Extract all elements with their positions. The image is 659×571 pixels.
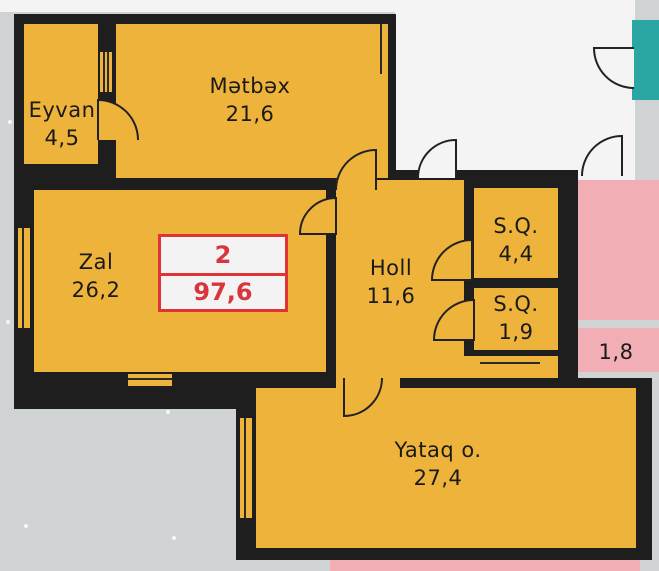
room-area: 27,4 — [413, 466, 463, 490]
door-sq-2 — [432, 298, 475, 341]
grid-dot — [172, 536, 176, 540]
grid-dot — [24, 524, 28, 528]
grid-dot — [166, 410, 170, 414]
room-yataq — [256, 388, 636, 548]
door-entrance — [417, 138, 457, 179]
window — [100, 52, 112, 92]
room-area: 4,5 — [44, 126, 80, 150]
room-name: Mətbəx — [209, 74, 291, 98]
room-area: 1,8 — [598, 340, 634, 364]
room-name: Yataq o. — [394, 438, 482, 462]
label-sq-2: S.Q. 1,9 — [474, 290, 558, 346]
label-eyvan: Eyvan 4,5 — [22, 96, 102, 152]
neighbor-pink-small — [578, 328, 659, 372]
window — [128, 374, 172, 386]
label-metbex: Mətbəx 21,6 — [190, 72, 310, 128]
window — [480, 358, 540, 370]
label-yataq: Yataq o. 27,4 — [368, 436, 508, 492]
door-eyvan — [97, 98, 139, 141]
grid-dot — [8, 120, 12, 124]
room-sq-1 — [474, 188, 558, 278]
window — [376, 24, 388, 74]
room-name: Holl — [369, 256, 413, 280]
total-area: 97,6 — [193, 278, 253, 306]
label-neighbor: 1,8 — [584, 338, 648, 366]
label-holl: Holl 11,6 — [346, 254, 436, 310]
top-strip — [0, 0, 395, 12]
door-sq-1 — [430, 238, 473, 281]
door-neighbor — [581, 134, 623, 177]
door-neighbor-top — [592, 47, 635, 89]
room-name: S.Q. — [493, 214, 539, 238]
room-area: 11,6 — [366, 284, 416, 308]
door-zal — [298, 196, 337, 235]
label-zal: Zal 26,2 — [56, 248, 136, 304]
room-area: 26,2 — [71, 278, 121, 302]
window — [240, 418, 252, 518]
label-sq-1: S.Q. 4,4 — [474, 212, 558, 268]
room-eyvan — [24, 24, 98, 164]
room-name: Eyvan — [28, 98, 96, 122]
room-area: 4,4 — [498, 242, 534, 266]
neighbor-teal-area — [632, 20, 659, 100]
neighbor-pink-area — [570, 180, 659, 320]
door-bedroom — [343, 377, 383, 418]
apartment-badge: 2 97,6 — [158, 234, 288, 312]
window — [18, 228, 30, 328]
rooms-count: 2 — [161, 237, 285, 276]
room-sq-2 — [474, 288, 558, 350]
room-area: 21,6 — [225, 102, 275, 126]
room-area: 1,9 — [498, 320, 534, 344]
room-metbex — [116, 24, 388, 178]
room-name: S.Q. — [493, 292, 539, 316]
door-kitchen — [335, 148, 377, 191]
room-name: Zal — [78, 250, 114, 274]
grid-dot — [6, 320, 10, 324]
